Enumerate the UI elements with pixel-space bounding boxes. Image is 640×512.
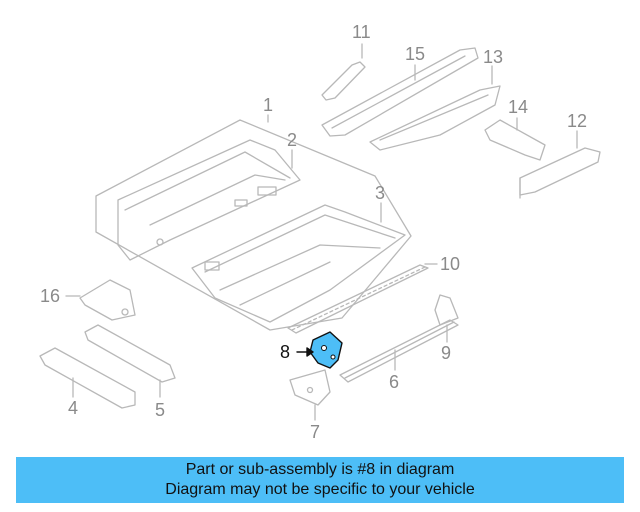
- part-13-side-member: [369, 65, 501, 151]
- part-10-sill-strip: [287, 263, 438, 334]
- part-4-floor-crossmember: [39, 347, 136, 409]
- banner-line-1: Part or sub-assembly is #8 in diagram: [185, 461, 455, 478]
- part-16-gusset: [65, 279, 136, 321]
- callout-5[interactable]: 5: [155, 400, 166, 420]
- part-1-floor-pan-outline: [95, 114, 412, 331]
- callout-14[interactable]: 14: [508, 97, 529, 117]
- callout-2[interactable]: 2: [287, 130, 298, 150]
- info-banner: Part or sub-assembly is #8 in diagram Di…: [16, 457, 624, 503]
- part-9-reinforcement: [434, 294, 459, 343]
- callout-13[interactable]: 13: [483, 47, 504, 67]
- callout-8[interactable]: 8: [280, 342, 291, 362]
- part-2-rear-floor-pan: [117, 139, 301, 261]
- exploded-parts-diagram: [39, 43, 601, 421]
- callout-9[interactable]: 9: [441, 343, 452, 363]
- callout-6[interactable]: 6: [389, 372, 400, 392]
- callout-7[interactable]: 7: [310, 422, 321, 442]
- part-12-crossmember: [519, 130, 601, 199]
- part-7-bracket: [289, 369, 331, 421]
- part-5-floor-crossmember: [84, 324, 176, 398]
- part-15-rocker-reinforcement: [321, 47, 479, 137]
- part-8-leader-arrow: [296, 347, 314, 357]
- callout-10[interactable]: 10: [440, 254, 461, 274]
- callout-16[interactable]: 16: [40, 286, 61, 306]
- banner-line-2: Diagram may not be specific to your vehi…: [165, 481, 475, 498]
- callout-1[interactable]: 1: [263, 95, 274, 115]
- part-8-highlighted-panel[interactable]: [309, 331, 343, 369]
- callout-11[interactable]: 11: [352, 22, 371, 42]
- part-6-rocker-panel: [339, 319, 459, 383]
- part-14-bracket: [484, 117, 546, 161]
- part-11-pillar-trim: [321, 43, 366, 101]
- callout-4[interactable]: 4: [68, 398, 79, 418]
- callout-3[interactable]: 3: [375, 183, 386, 203]
- callout-12[interactable]: 12: [567, 111, 588, 131]
- part-3-front-floor-pan: [191, 202, 406, 323]
- callout-15[interactable]: 15: [405, 44, 426, 64]
